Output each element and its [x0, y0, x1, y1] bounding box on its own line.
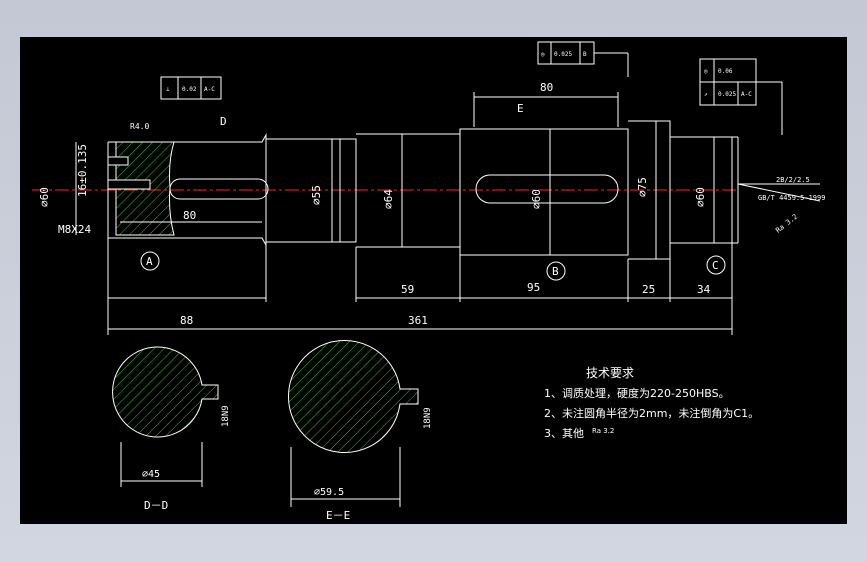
dim-d60c: ∅60 [694, 187, 707, 207]
dim-59: 59 [401, 283, 414, 296]
section-e-e: ∅59.5 18N9 E－E [288, 340, 433, 522]
note-2: 2、未注圆角半径为2mm，未注倒角为C1。 [544, 406, 759, 420]
dim-88: 88 [180, 314, 193, 327]
dim-d60-left: ∅60 [38, 187, 51, 207]
dim-95: 95 [527, 281, 540, 294]
section-ee-label: E－E [326, 509, 350, 522]
svg-text:◎: ◎ [541, 51, 545, 58]
note-3-rough: Ra 3.2 [592, 427, 614, 435]
note-1: 1、调质处理，硬度为220-250HBS。 [544, 386, 730, 400]
section-markers: D E A B C [140, 102, 726, 281]
dim-80-upper: 80 [540, 81, 553, 94]
dim-80-left: 80 [183, 209, 196, 222]
svg-text:Ra 3.2: Ra 3.2 [774, 213, 799, 235]
dim-d60b: ∅60 [530, 189, 543, 209]
svg-text:0.02: 0.02 [182, 86, 197, 93]
drawing-canvas[interactable]: 88 59 95 25 34 361 80 80 M8X24 R4.0 ∅55 … [20, 37, 847, 524]
dim-361: 361 [408, 314, 428, 327]
dim-25: 25 [642, 283, 655, 296]
svg-text:18N9: 18N9 [221, 405, 231, 427]
dim-depth: 16±0.135 [76, 144, 89, 197]
section-dd-label: D－D [144, 499, 168, 512]
section-d-top: D [220, 115, 227, 128]
gdt-box-2: ◎ 0.025 B [537, 41, 629, 77]
shaft-drawing: 88 59 95 25 34 361 80 80 M8X24 R4.0 ∅55 … [32, 41, 825, 522]
technical-notes: 技术要求 1、调质处理，硬度为220-250HBS。 2、未注圆角半径为2mm，… [544, 366, 759, 440]
dimension-texts: 88 59 95 25 34 361 80 80 M8X24 R4.0 ∅55 … [38, 81, 711, 327]
svg-text:∅45: ∅45 [142, 469, 160, 480]
gdt-box-3: ◎ 0.06 ↗ 0.025 A-C [699, 58, 783, 135]
dimension-lines [75, 92, 733, 335]
datum-b: B [552, 265, 559, 278]
svg-text:◎: ◎ [704, 68, 708, 75]
note-3: 3、其他 [544, 427, 584, 440]
dim-d75: ∅75 [636, 177, 649, 197]
svg-text:18N9: 18N9 [423, 407, 433, 429]
section-d-d: ∅45 18N9 D－D [112, 346, 231, 512]
svg-text:B: B [583, 51, 587, 58]
dim-r4: R4.0 [130, 122, 149, 131]
center-hole-callout: 2B/2/2.5 GB/T 4459.5-1999 Ra 3.2 [737, 176, 825, 235]
svg-text:↗: ↗ [704, 91, 708, 98]
section-e-top: E [517, 102, 524, 115]
gdt-box-1: ⊥ 0.02 A-C [160, 76, 222, 100]
svg-text:0.06: 0.06 [718, 68, 733, 75]
notes-title: 技术要求 [586, 366, 634, 380]
dim-34: 34 [697, 283, 711, 296]
svg-text:2B/2/2.5: 2B/2/2.5 [776, 176, 810, 184]
dim-d55: ∅55 [310, 185, 323, 205]
svg-text:⊥: ⊥ [166, 86, 170, 93]
dim-m8: M8X24 [58, 223, 91, 236]
datum-a: A [146, 255, 153, 268]
svg-text:∅59.5: ∅59.5 [314, 487, 344, 498]
svg-text:A-C: A-C [741, 91, 752, 98]
svg-text:0.025: 0.025 [554, 51, 572, 58]
shaft-outline [107, 120, 739, 260]
svg-text:GB/T 4459.5-1999: GB/T 4459.5-1999 [758, 194, 825, 202]
dim-d64: ∅64 [382, 189, 395, 209]
datum-c: C [712, 259, 719, 272]
svg-text:0.025: 0.025 [718, 91, 736, 98]
svg-text:A-C: A-C [204, 86, 215, 93]
